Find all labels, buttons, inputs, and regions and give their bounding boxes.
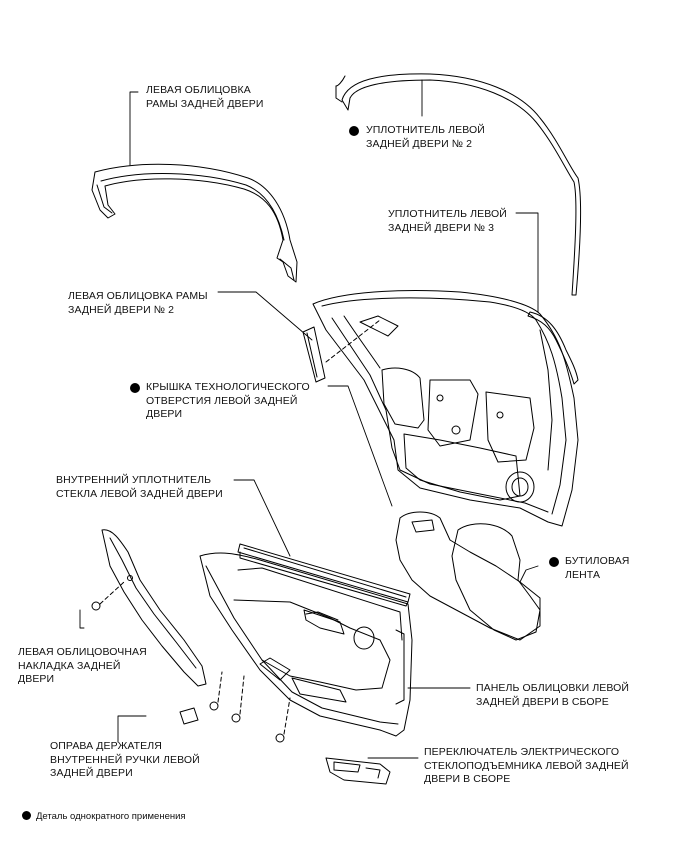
label-weatherstrip-3: УПЛОТНИТЕЛЬ ЛЕВОЙ ЗАДНЕЙ ДВЕРИ № 3 (388, 208, 507, 235)
window-switch-part (325, 757, 391, 785)
frame-garnish-2-part (302, 326, 326, 383)
label-line: ЛЕВАЯ ОБЛИЦОВКА РАМЫ (68, 290, 208, 302)
label-line: ДВЕРИ (18, 673, 55, 685)
label-frame-garnish: ЛЕВАЯ ОБЛИЦОВКА РАМЫ ЗАДНЕЙ ДВЕРИ (146, 84, 264, 111)
label-trim-board: ПАНЕЛЬ ОБЛИЦОВКИ ЛЕВОЙ ЗАДНЕЙ ДВЕРИ В СБ… (476, 682, 629, 709)
single-use-marker-icon (22, 811, 31, 820)
label-line: ОТВЕРСТИЯ ЛЕВОЙ ЗАДНЕЙ (146, 394, 298, 407)
handle-bezel-part (179, 707, 199, 725)
alignment-lines (99, 319, 381, 735)
leader-lines (79, 79, 539, 759)
door-trim-cover-part (101, 529, 207, 687)
label-line: УПЛОТНИТЕЛЬ ЛЕВОЙ (388, 208, 507, 220)
label-line: СТЕКЛА ЛЕВОЙ ЗАДНЕЙ ДВЕРИ (56, 487, 223, 500)
label-line: УПЛОТНИТЕЛЬ ЛЕВОЙ (366, 124, 485, 136)
clip-fasteners (91, 601, 285, 743)
label-service-hole-cover: КРЫШКА ТЕХНОЛОГИЧЕСКОГО ОТВЕРСТИЯ ЛЕВОЙ … (130, 381, 310, 422)
label-line: ПЕРЕКЛЮЧАТЕЛЬ ЭЛЕКТРИЧЕСКОГО (424, 746, 620, 758)
butyl-tape-part (451, 523, 541, 641)
label-line: ЗАДНЕЙ ДВЕРИ № 3 (388, 221, 495, 234)
label-line: РАМЫ ЗАДНЕЙ ДВЕРИ (146, 97, 264, 110)
legend-text: Деталь однократного применения (36, 811, 186, 822)
label-frame-garnish-2: ЛЕВАЯ ОБЛИЦОВКА РАМЫ ЗАДНЕЙ ДВЕРИ № 2 (68, 290, 208, 317)
label-line: ЗАДНЕЙ ДВЕРИ (50, 767, 133, 779)
label-line: НАКЛАДКА ЗАДНЕЙ (18, 659, 121, 672)
door-trim-board-part (199, 552, 413, 737)
label-line: ЗАДНЕЙ ДВЕРИ № 2 (68, 303, 175, 316)
door-inner-panel-part (312, 290, 579, 527)
label-window-switch: ПЕРЕКЛЮЧАТЕЛЬ ЭЛЕКТРИЧЕСКОГО СТЕКЛОПОДЪЕ… (424, 746, 629, 787)
label-line: ДВЕРИ (146, 408, 183, 420)
label-line: ОПРАВА ДЕРЖАТЕЛЯ (50, 740, 162, 752)
single-use-marker-icon (130, 383, 140, 393)
label-line: КРЫШКА ТЕХНОЛОГИЧЕСКОГО (146, 381, 310, 393)
frame-garnish-part (91, 163, 298, 283)
weatherstrip-2-part (335, 73, 582, 296)
label-line: СТЕКЛОПОДЪЕМНИКА ЛЕВОЙ ЗАДНЕЙ (424, 759, 629, 772)
label-line: БУТИЛОВАЯ (565, 555, 630, 567)
label-inner-glass-weatherstrip: ВНУТРЕННИЙ УПЛОТНИТЕЛЬ СТЕКЛА ЛЕВОЙ ЗАДН… (56, 474, 223, 501)
label-line: ЛЕВАЯ ОБЛИЦОВОЧНАЯ (18, 646, 147, 658)
single-use-marker-icon (549, 557, 559, 567)
single-use-marker-icon (349, 126, 359, 136)
label-line: ДВЕРИ В СБОРЕ (424, 773, 511, 785)
label-line: ПАНЕЛЬ ОБЛИЦОВКИ ЛЕВОЙ (476, 682, 630, 694)
label-line: ЛЕНТА (565, 568, 601, 581)
service-hole-cover-part (395, 511, 541, 641)
weatherstrip-3-part (527, 311, 579, 385)
label-line: ЛЕВАЯ ОБЛИЦОВКА (146, 84, 251, 96)
label-weatherstrip-2: УПЛОТНИТЕЛЬ ЛЕВОЙ ЗАДНЕЙ ДВЕРИ № 2 (349, 124, 485, 151)
label-line: ЗАДНЕЙ ДВЕРИ В СБОРЕ (476, 695, 609, 708)
label-line: ВНУТРЕННИЙ УПЛОТНИТЕЛЬ (56, 474, 212, 486)
label-line: ЗАДНЕЙ ДВЕРИ № 2 (366, 137, 473, 150)
label-line: ВНУТРЕННЕЙ РУЧКИ ЛЕВОЙ (50, 753, 200, 766)
label-door-trim-cover: ЛЕВАЯ ОБЛИЦОВОЧНАЯ НАКЛАДКА ЗАДНЕЙ ДВЕРИ (18, 646, 147, 687)
label-butyl-tape: БУТИЛОВАЯ ЛЕНТА (549, 555, 630, 582)
legend: Деталь однократного применения (22, 810, 186, 822)
label-handle-bezel: ОПРАВА ДЕРЖАТЕЛЯ ВНУТРЕННЕЙ РУЧКИ ЛЕВОЙ … (50, 740, 200, 781)
